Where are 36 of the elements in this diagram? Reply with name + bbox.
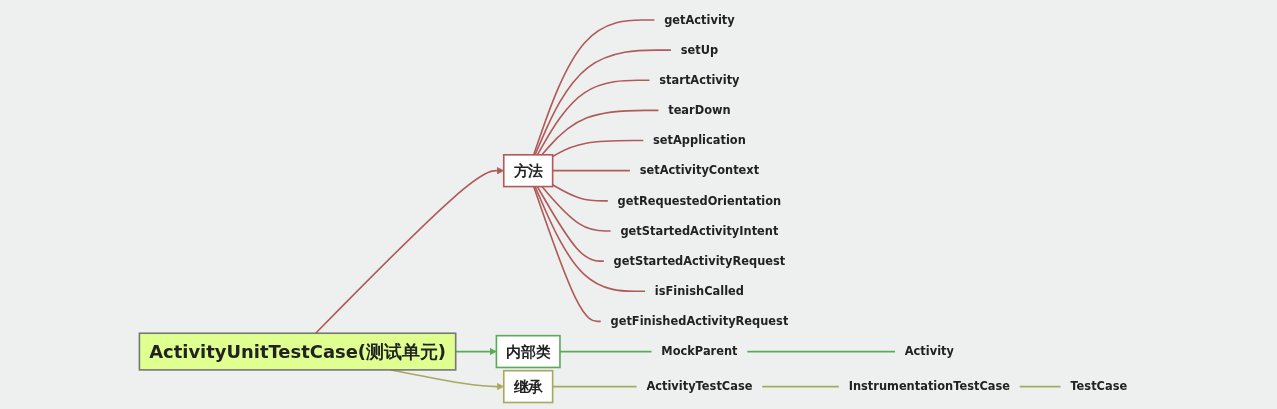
connector xyxy=(1019,385,1062,388)
node-text: setActivityContext xyxy=(639,163,760,177)
connector xyxy=(536,79,651,156)
node-text: setUp xyxy=(681,43,719,57)
connector xyxy=(541,109,660,156)
node-text: MockParent xyxy=(661,344,738,358)
node-box: 继承 xyxy=(503,369,554,404)
node-text: getStartedActivityIntent xyxy=(620,224,779,238)
node-box: 方法 xyxy=(503,154,554,188)
connector xyxy=(552,385,638,388)
node-text: getActivity xyxy=(664,13,735,27)
node-text: TestCase xyxy=(1070,379,1128,393)
connector xyxy=(552,169,632,172)
node-text: getRequestedOrientation xyxy=(617,193,782,207)
connector xyxy=(533,19,656,156)
node-text: setApplication xyxy=(653,133,747,147)
connector xyxy=(552,139,645,158)
connector xyxy=(534,49,673,156)
node-text: ActivityTestCase xyxy=(646,379,753,393)
connector xyxy=(533,185,602,323)
node-text: startActivity xyxy=(659,73,740,87)
arrow xyxy=(315,167,505,335)
connector xyxy=(552,184,609,202)
connector xyxy=(761,385,840,388)
node-text: getFinishedActivityRequest xyxy=(610,314,789,328)
node-text: Activity xyxy=(905,344,955,358)
connector xyxy=(534,185,647,293)
connector xyxy=(746,350,897,353)
node-text: tearDown xyxy=(668,103,731,117)
node-box: ActivityUnitTestCase(测试单元) xyxy=(138,332,457,371)
node-text: InstrumentationTestCase xyxy=(848,379,1011,393)
node-box: 内部类 xyxy=(495,334,562,369)
connector xyxy=(541,185,612,232)
node-text: isFinishCalled xyxy=(655,284,745,298)
node-text: getStartedActivityRequest xyxy=(613,254,786,268)
connector xyxy=(536,185,605,262)
